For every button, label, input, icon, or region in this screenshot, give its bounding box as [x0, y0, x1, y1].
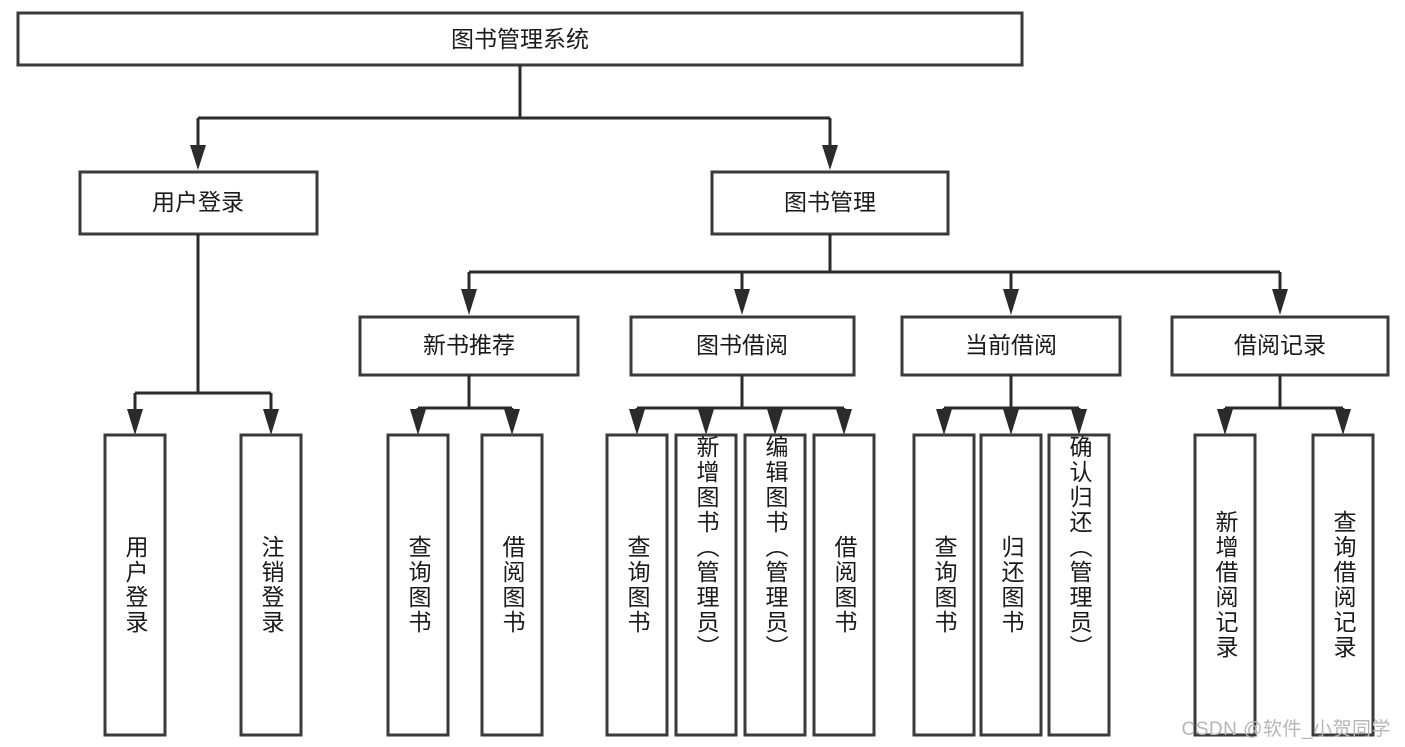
arrow-leaf-add-record: [1217, 409, 1233, 435]
node-user-login[interactable]: 用户登录: [78, 170, 319, 236]
connector-borrow-record-to-leaves: [1217, 375, 1351, 435]
arrow-new-book-recommend: [461, 289, 477, 315]
leaf-box-borrow-book-1[interactable]: [480, 433, 544, 737]
user-login-label: 用户登录: [152, 189, 244, 215]
node-current-borrow[interactable]: 当前借阅: [900, 315, 1122, 377]
leaf-box-query-record[interactable]: [1311, 433, 1375, 737]
connector-current-borrow-to-leaves: [936, 375, 1087, 435]
arrow-book-borrow: [734, 289, 750, 315]
borrow-record-label: 借阅记录: [1234, 332, 1326, 358]
new-book-recommend-label: 新书推荐: [423, 332, 515, 358]
connector-root-to-level1: [190, 65, 838, 170]
leaf-box-add-book[interactable]: [674, 433, 738, 737]
book-borrow-box: [629, 315, 856, 377]
leaf-boxes: [103, 433, 1375, 737]
node-borrow-record[interactable]: 借阅记录: [1170, 315, 1390, 377]
arrow-leaf-edit-book: [767, 409, 783, 435]
node-book-manage[interactable]: 图书管理: [710, 170, 950, 236]
leaf-box-add-record[interactable]: [1193, 433, 1257, 737]
arrow-leaf-user-login: [127, 409, 143, 435]
csdn-watermark: CSDN @软件_小贺同学: [1181, 719, 1391, 740]
node-book-borrow[interactable]: 图书借阅: [629, 315, 856, 377]
current-borrow-label: 当前借阅: [965, 332, 1057, 358]
current-borrow-box: [900, 315, 1122, 377]
connector-book-manage-to-level2: [461, 234, 1288, 315]
arrow-leaf-borrow-book-1: [504, 409, 520, 435]
leaf-box-borrow-book-2[interactable]: [812, 433, 876, 737]
node-new-book-recommend[interactable]: 新书推荐: [358, 315, 580, 377]
arrow-borrow-record: [1272, 289, 1288, 315]
leaf-box-query-book-2[interactable]: [605, 433, 669, 737]
leaf-box-query-book-3[interactable]: [912, 433, 976, 737]
connector-new-book-recommend-to-leaves: [410, 375, 520, 435]
arrow-current-borrow: [1003, 289, 1019, 315]
arrow-leaf-query-book-2: [629, 409, 645, 435]
leaf-box-user-login[interactable]: [103, 433, 167, 737]
leaf-box-edit-book[interactable]: [743, 433, 807, 737]
arrow-user-login: [190, 145, 206, 170]
arrow-leaf-confirm-return: [1071, 409, 1087, 435]
leaf-box-confirm-return[interactable]: [1047, 433, 1111, 737]
borrow-record-box: [1170, 315, 1390, 377]
book-manage-label: 图书管理: [784, 189, 876, 215]
book-manage-box: [710, 170, 950, 236]
arrow-leaf-return-book: [1003, 409, 1019, 435]
leaf-box-query-book-1[interactable]: [386, 433, 450, 737]
leaf-box-return-book[interactable]: [979, 433, 1043, 737]
arrow-leaf-add-book: [698, 409, 714, 435]
connector-user-login-to-leaves: [127, 234, 279, 435]
arrow-leaf-logout: [263, 409, 279, 435]
new-book-recommend-box: [358, 315, 580, 377]
arrow-leaf-query-record: [1335, 409, 1351, 435]
root-box: [16, 11, 1024, 67]
arrow-leaf-borrow-book-2: [836, 409, 852, 435]
arrow-leaf-query-book-1: [410, 409, 426, 435]
book-borrow-label: 图书借阅: [696, 332, 788, 358]
connector-book-borrow-to-leaves: [629, 375, 852, 435]
arrow-leaf-query-book-3: [936, 409, 952, 435]
arrow-book-manage: [822, 145, 838, 170]
root-label: 图书管理系统: [451, 26, 589, 52]
leaf-box-logout[interactable]: [239, 433, 303, 737]
node-root[interactable]: 图书管理系统: [16, 11, 1024, 67]
